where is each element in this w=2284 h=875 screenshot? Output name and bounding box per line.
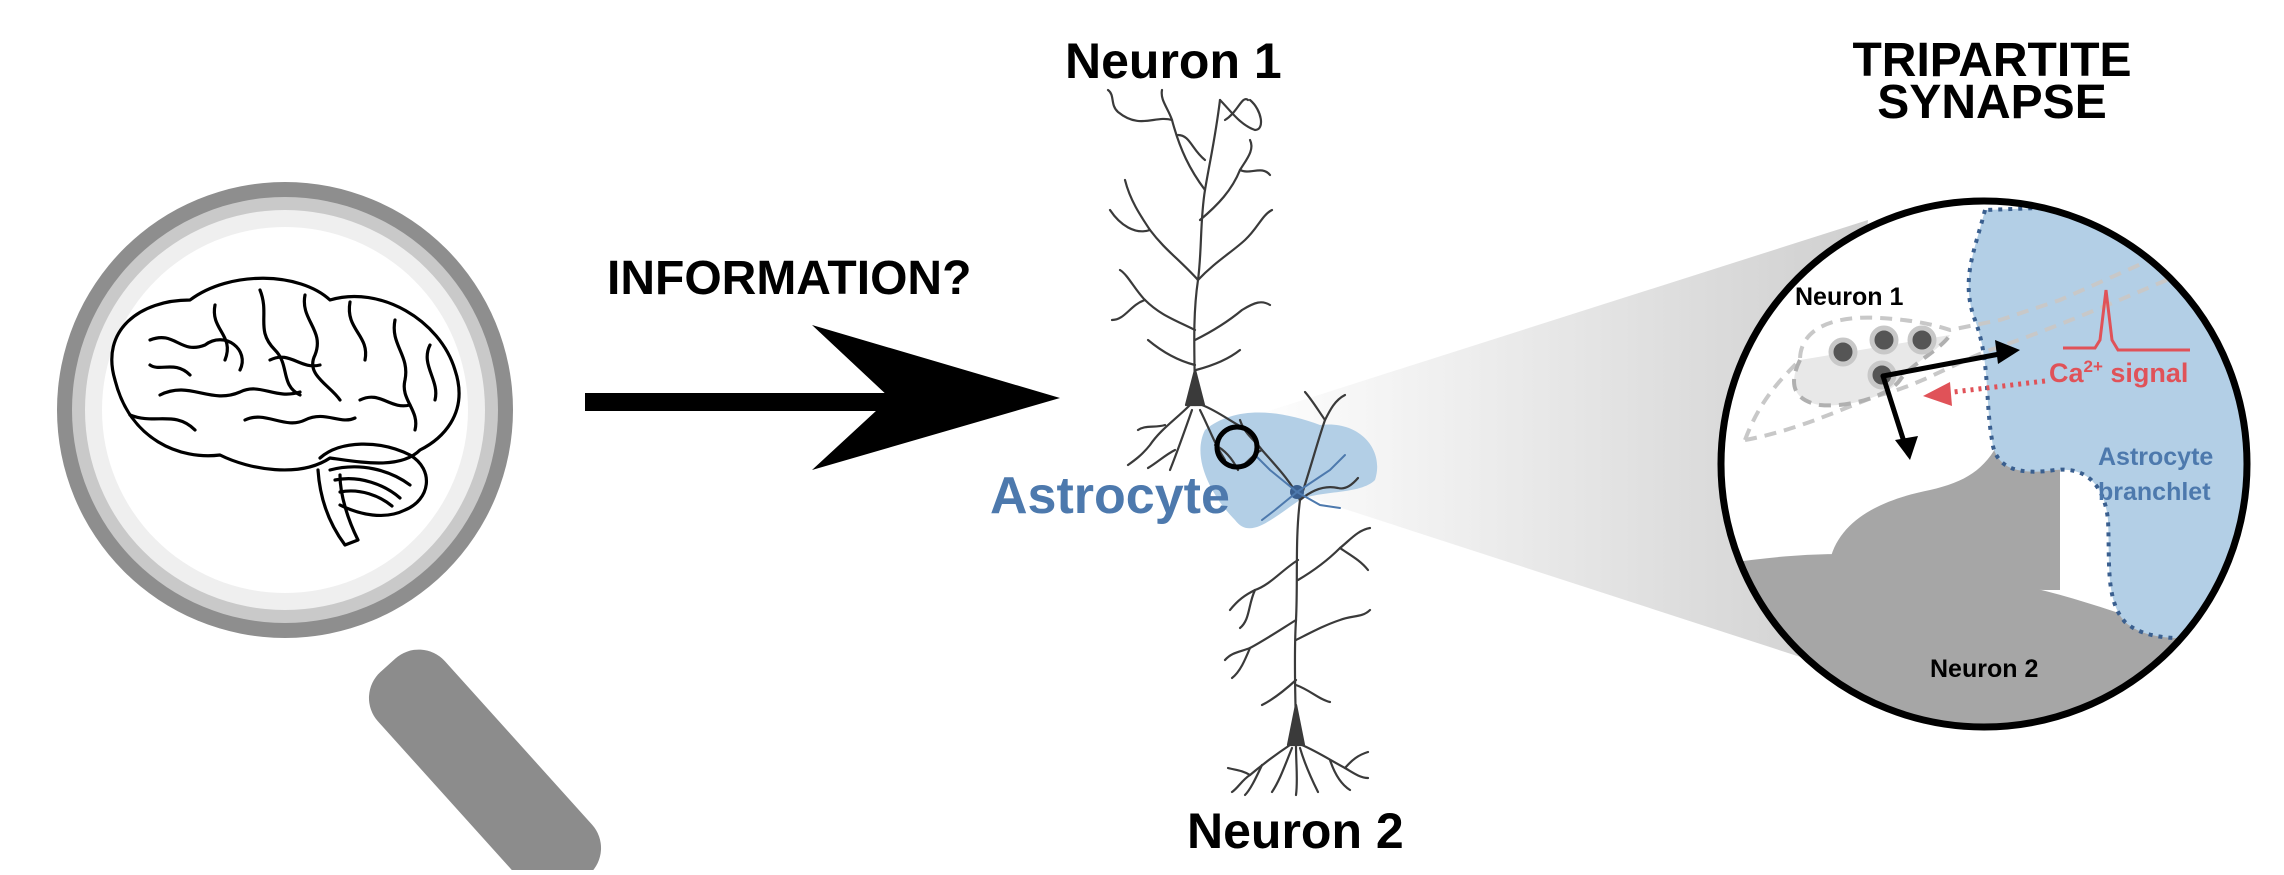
astrocyte-branchlet-line1: Astrocyte — [2098, 443, 2214, 471]
information-label: INFORMATION? — [607, 252, 972, 305]
calcium-signal-label: Ca2+ signal — [2049, 357, 2189, 388]
inset-neuron1-label: Neuron 1 — [1795, 283, 1904, 311]
astrocyte-branchlet-label: Astrocyte branchlet — [2098, 440, 2214, 510]
tripartite-synapse-title: TRIPARTITE SYNAPSE — [1832, 34, 2152, 130]
astrocyte-branchlet-line2: branchlet — [2098, 478, 2211, 506]
tripartite-title-line1: TRIPARTITE — [1852, 34, 2132, 87]
magnifying-glass-icon — [57, 182, 602, 875]
astrocyte-label: Astrocyte — [990, 467, 1230, 525]
neuron2-label: Neuron 2 — [1187, 803, 1404, 859]
ca-suffix: signal — [2102, 358, 2189, 388]
tripartite-title-line2: SYNAPSE — [1877, 76, 2107, 130]
zoom-cone — [1240, 220, 1868, 664]
ca-prefix: Ca — [2049, 358, 2084, 388]
brain-icon — [110, 276, 461, 547]
astrocyte-cell — [1254, 454, 1346, 521]
synapse-highlight-circle — [1214, 424, 1260, 470]
inset-neuron2-label: Neuron 2 — [1930, 655, 2039, 683]
neuron1-label: Neuron 1 — [1065, 33, 1282, 89]
arrow-icon — [585, 325, 1060, 470]
astrocyte-icon — [1200, 412, 1378, 529]
tripartite-synapse-inset — [1717, 197, 2251, 731]
ca-superscript: 2+ — [2083, 357, 2103, 376]
